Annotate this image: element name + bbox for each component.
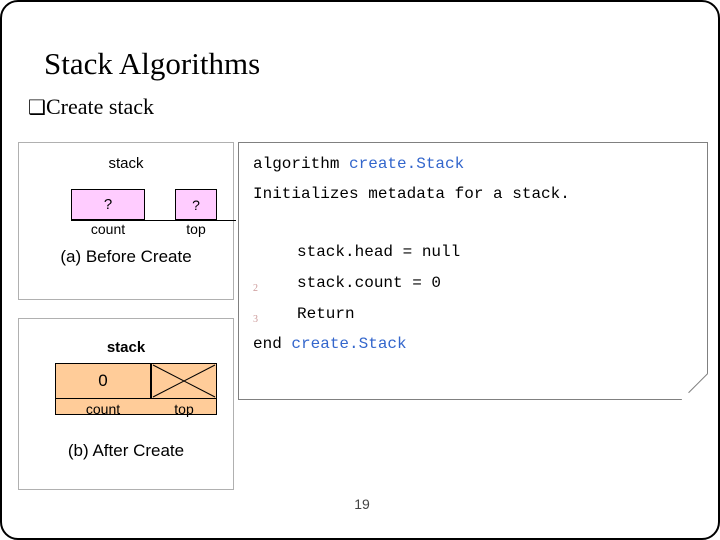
bullet-marker-icon: ❑ <box>28 95 46 119</box>
code-line-end: end create.Stack <box>253 335 407 353</box>
null-cross-icon <box>152 364 216 398</box>
code-line-description: Initializes metadata for a stack. <box>253 185 570 203</box>
figure-b-top-cell <box>151 363 217 399</box>
code-algorithm-name: create.Stack <box>349 155 465 173</box>
figure-a-top-label: top <box>186 221 206 237</box>
figure-b-caption: (b) After Create <box>67 441 185 460</box>
algorithm-code-panel: algorithm create.Stack Initializes metad… <box>238 142 708 400</box>
page-number: 19 <box>354 496 370 512</box>
code-keyword-end: end <box>253 335 292 353</box>
code-step-2: stack.count = 0 <box>297 274 442 292</box>
figure-b-count-label: count <box>85 401 121 417</box>
figure-b-count-cell: 0 <box>55 363 151 399</box>
code-end-name: create.Stack <box>291 335 407 353</box>
code-step-3: Return <box>297 305 355 323</box>
figure-b-baseline <box>55 399 217 415</box>
code-line-number-2: 2 <box>253 283 258 294</box>
figure-a-header: stack <box>108 155 144 172</box>
figure-b-panel: stack 0 count top (b) After Create <box>18 318 234 490</box>
code-line-number-3: 3 <box>253 314 258 325</box>
figure-a-baseline <box>71 220 236 221</box>
figure-b-top-label: top <box>174 401 194 417</box>
code-line-algorithm: algorithm create.Stack <box>253 155 464 173</box>
figure-a-top-cell: ? <box>175 189 217 220</box>
figure-a-caption: (a) Before Create <box>60 247 192 266</box>
page-title: Stack Algorithms <box>44 46 261 81</box>
code-keyword-algorithm: algorithm <box>253 155 350 173</box>
figure-a-count-label: count <box>90 221 126 237</box>
bullet-label: Create stack <box>45 94 155 119</box>
figure-a-boxes: ? ? <box>71 189 236 228</box>
figure-b-header: stack <box>106 339 146 356</box>
figure-a-panel: stack ? ? count top (a) Before Create <box>18 142 236 300</box>
figure-a-count-cell: ? <box>71 189 145 220</box>
code-step-1: stack.head = null <box>297 243 461 261</box>
bullet-create-stack: ❑Create stack <box>28 94 154 120</box>
